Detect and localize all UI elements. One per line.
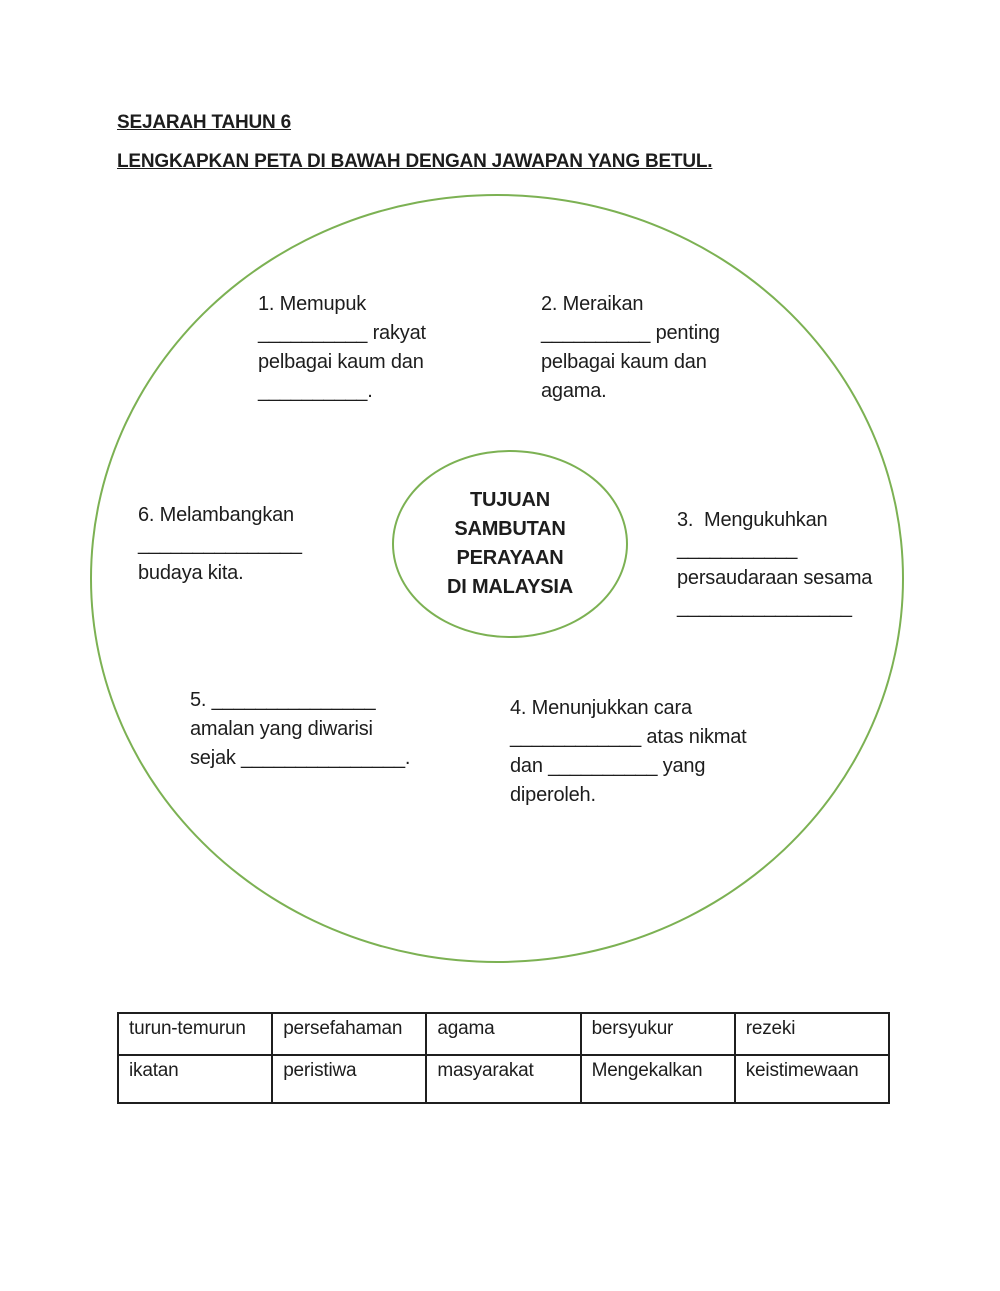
page-instruction: LENGKAPKAN PETA DI BAWAH DENGAN JAWAPAN … xyxy=(117,151,713,172)
word-bank-cell: masyarakat xyxy=(425,1054,582,1104)
topic-map-center-label: TUJUAN SAMBUTAN PERAYAAN DI MALAYSIA xyxy=(447,489,573,598)
word-bank-cell: peristiwa xyxy=(271,1054,428,1104)
answer-word-bank-table: turun-temurun persefahaman agama bersyuk… xyxy=(116,1012,891,1104)
word-bank-cell: persefahaman xyxy=(271,1012,428,1056)
page-title: SEJARAH TAHUN 6 xyxy=(117,112,292,133)
word-bank-cell: turun-temurun xyxy=(116,1012,274,1056)
map-item-5: 5. _______________ amalan yang diwarisi … xyxy=(190,689,411,769)
map-item-1: 1. Memupuk __________ rakyat pelbagai ka… xyxy=(258,293,426,402)
word-bank-row: turun-temurun persefahaman agama bersyuk… xyxy=(116,1012,891,1056)
word-bank-cell: agama xyxy=(425,1012,582,1056)
topic-map-outer-circle xyxy=(90,194,904,963)
word-bank-cell: Mengekalkan xyxy=(579,1054,736,1104)
word-bank-cell: keistimewaan xyxy=(733,1054,891,1104)
map-item-2: 2. Meraikan __________ penting pelbagai … xyxy=(541,293,720,402)
map-item-4: 4. Menunjukkan cara ____________ atas ni… xyxy=(510,697,747,806)
map-item-3: 3. Mengukuhkan ___________ persaudaraan … xyxy=(677,509,873,618)
word-bank-cell: ikatan xyxy=(116,1054,274,1104)
word-bank-cell: rezeki xyxy=(733,1012,891,1056)
map-item-6: 6. Melambangkan _______________ budaya k… xyxy=(138,504,302,584)
topic-map-center-circle: TUJUAN SAMBUTAN PERAYAAN DI MALAYSIA xyxy=(392,450,628,638)
word-bank-row: ikatan peristiwa masyarakat Mengekalkan … xyxy=(116,1054,891,1104)
word-bank-cell: bersyukur xyxy=(579,1012,736,1056)
